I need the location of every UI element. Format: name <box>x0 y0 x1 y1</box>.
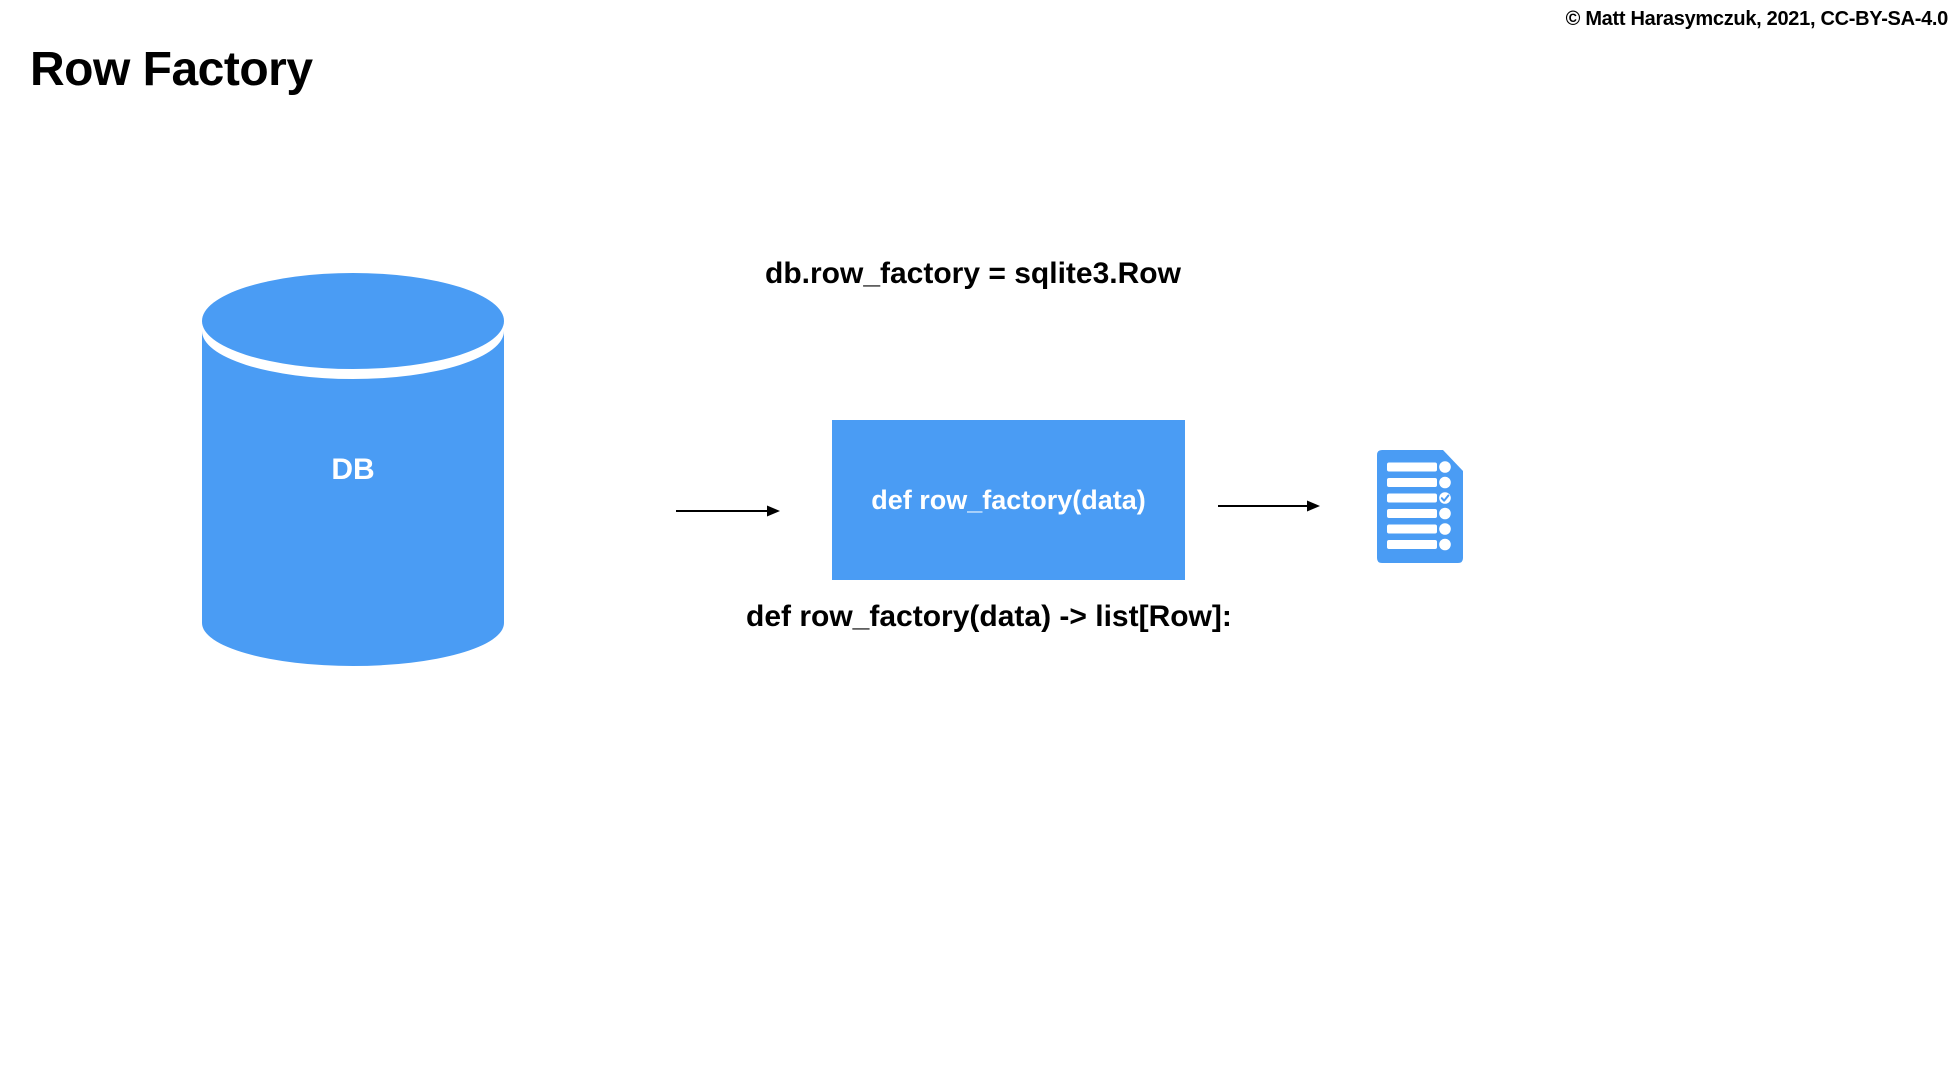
database-cylinder-icon <box>202 273 504 666</box>
page-title: Row Factory <box>30 43 313 96</box>
database-node: DB <box>202 273 504 666</box>
copyright-notice: © Matt Harasymczuk, 2021, CC-BY-SA-4.0 <box>1565 8 1949 30</box>
signature-code-caption: def row_factory(data) -> list[Row]: <box>746 600 1232 633</box>
row-factory-box-label: def row_factory(data) <box>871 484 1146 515</box>
check-circle-icon <box>1439 492 1451 504</box>
assignment-code-caption: db.row_factory = sqlite3.Row <box>765 257 1181 290</box>
arrow-right-icon <box>1218 500 1320 512</box>
flow-arrow-db-to-factory <box>676 501 780 521</box>
result-rows-node <box>1377 450 1463 563</box>
arrow-right-icon <box>676 505 780 517</box>
database-label: DB <box>331 452 375 486</box>
row-factory-box: def row_factory(data) <box>832 420 1185 580</box>
document-checklist-icon <box>1377 450 1463 563</box>
flow-arrow-factory-to-result <box>1218 496 1320 516</box>
